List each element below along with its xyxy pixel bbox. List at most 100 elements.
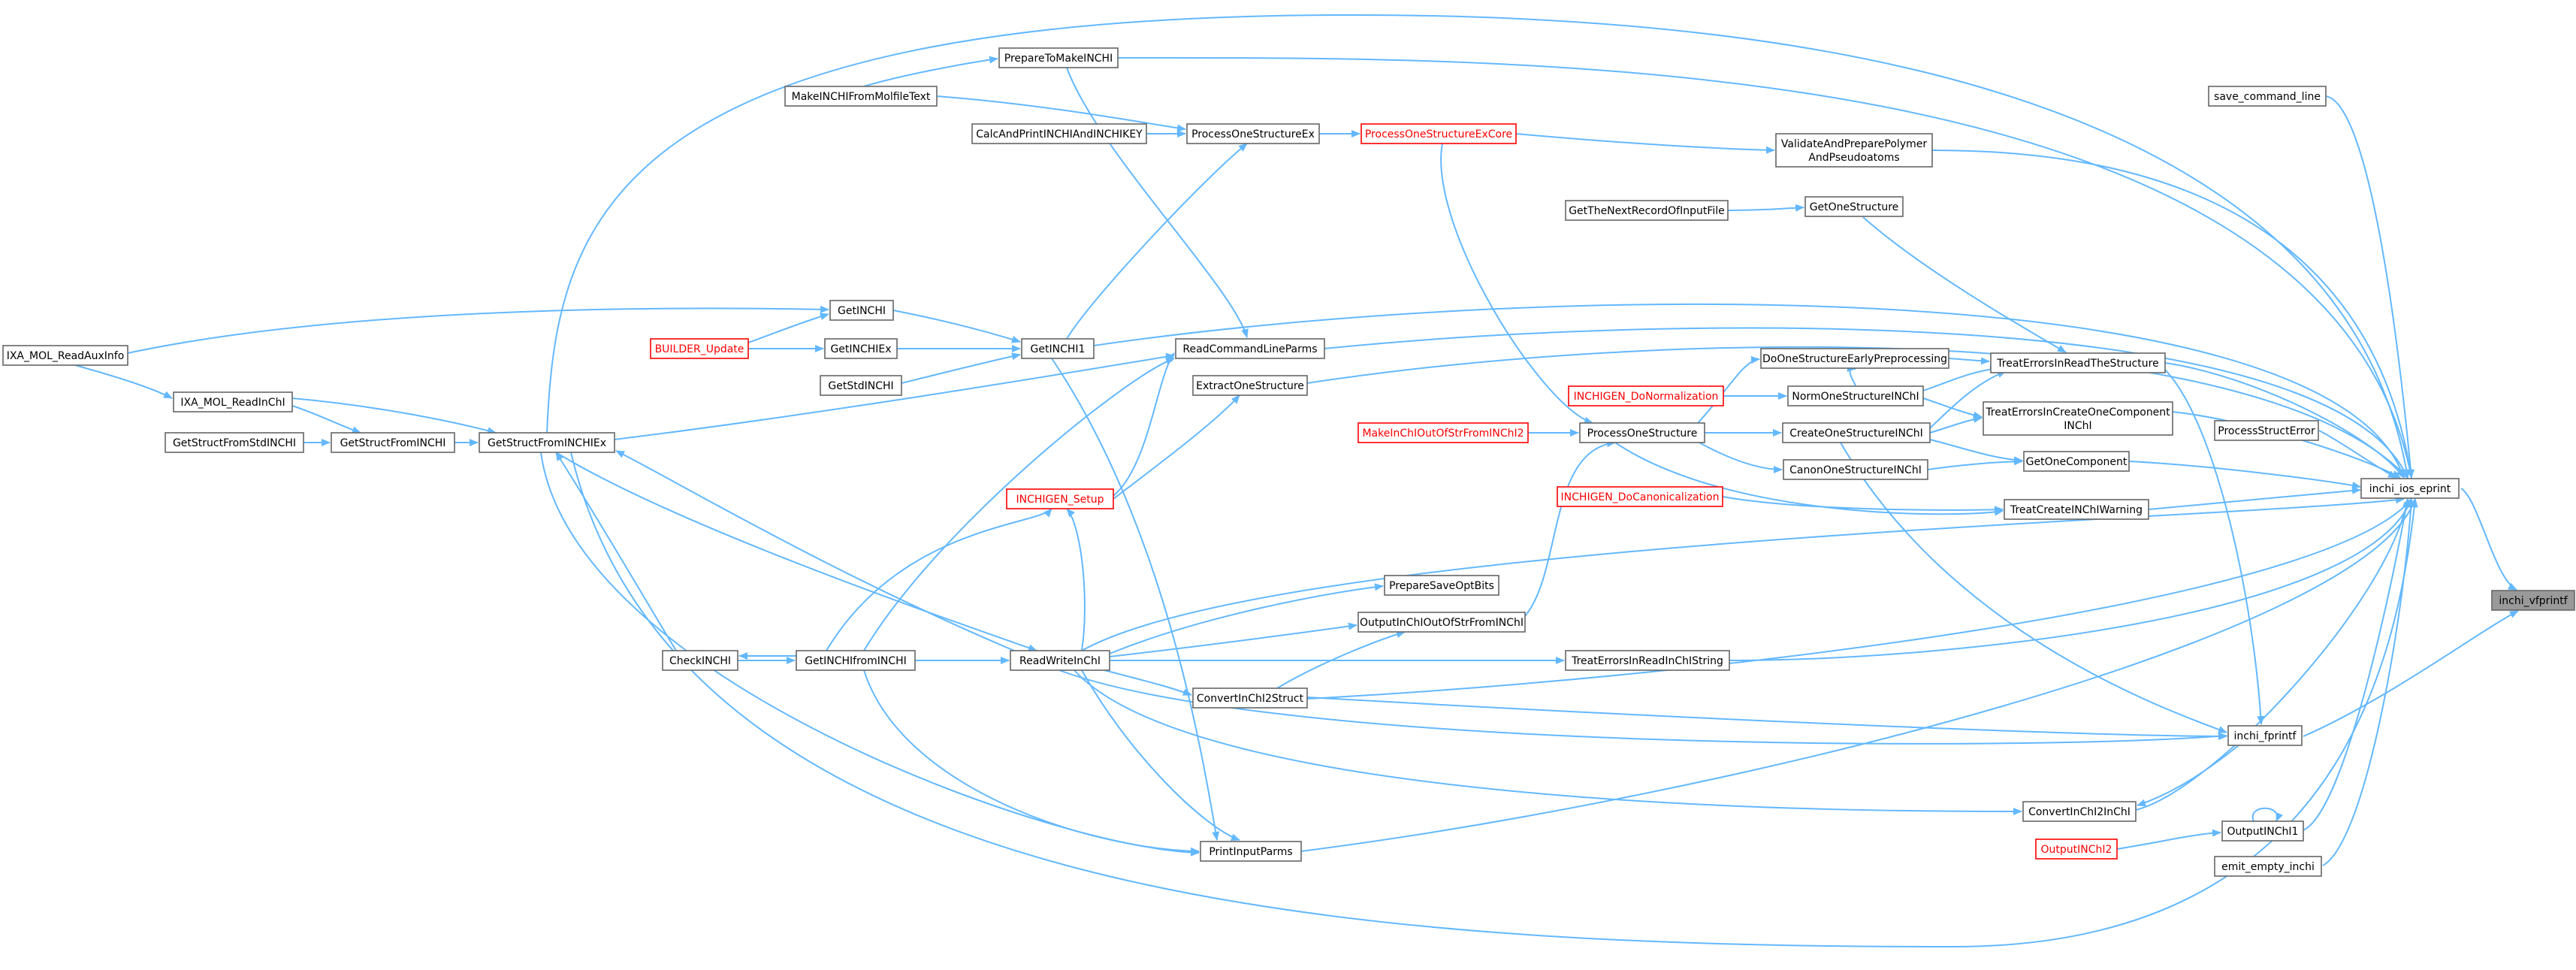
node-output-inchi-out-of-str-from-inchi[interactable]: OutputInChIOutOfStrFromINChI	[1357, 612, 1526, 633]
edge-check-to-struct-ex	[555, 452, 677, 651]
node-get-one-structure[interactable]: GetOneStructure	[1804, 196, 1904, 217]
edge-struct-ex-to-print-parms	[540, 452, 1200, 857]
node-get-inchi[interactable]: GetINCHI	[829, 300, 894, 321]
edge-output-out-of-str-to-process	[1524, 440, 1616, 617]
node-process-one-structure-ex-core[interactable]: ProcessOneStructureExCore	[1360, 123, 1517, 144]
svg-text:inchi_ios_eprint: inchi_ios_eprint	[2369, 483, 2451, 495]
svg-text:INCHIGEN_Setup: INCHIGEN_Setup	[1016, 494, 1104, 506]
node-make-inchi-out-of-str-from-inchi2[interactable]: MakeInChIOutOfStrFromINChI2	[1357, 422, 1529, 443]
node-get-std-inchi[interactable]: GetStdINCHI	[820, 375, 902, 396]
edge-struct-ex-to-eprint	[546, 14, 2411, 479]
node-process-struct-error[interactable]: ProcessStructError	[2214, 420, 2319, 441]
svg-text:ProcessOneStructureEx: ProcessOneStructureEx	[1191, 128, 1315, 141]
node-save-command-line[interactable]: save_command_line	[2208, 86, 2327, 107]
svg-text:GetINCHI1: GetINCHI1	[1031, 343, 1086, 355]
node-treat-errors-in-create-one-component-inchi[interactable]: TreatErrorsInCreateOneComponent INChI	[1983, 401, 2173, 436]
node-get-the-next-record-of-input-file[interactable]: GetTheNextRecordOfInputFile	[1565, 200, 1729, 221]
node-get-struct-from-std-inchi[interactable]: GetStructFromStdINCHI	[165, 432, 304, 453]
svg-text:CreateOneStructureINChI: CreateOneStructureINChI	[1789, 428, 1923, 440]
svg-text:GetTheNextRecordOfInputFile: GetTheNextRecordOfInputFile	[1569, 205, 1725, 217]
node-process-one-structure-ex[interactable]: ProcessOneStructureEx	[1186, 123, 1320, 144]
node-get-inchi-ex[interactable]: GetINCHIEx	[824, 338, 898, 359]
node-treat-create-inchi-warning[interactable]: TreatCreateINChIWarning	[2004, 499, 2149, 520]
svg-text:TreatErrorsInCreateOneComponen: TreatErrorsInCreateOneComponent	[1985, 406, 2170, 419]
edge-print-parms-to-eprint	[1300, 498, 2417, 852]
node-read-write-inchi[interactable]: ReadWriteInChI	[1010, 650, 1110, 671]
node-inchigen-do-normalization[interactable]: INCHIGEN_DoNormalization	[1568, 385, 1724, 406]
node-norm-one-structure-inchi[interactable]: NormOneStructureINChI	[1787, 385, 1924, 406]
node-do-one-structure-early-preprocessing[interactable]: DoOneStructureEarlyPreprocessing	[1760, 348, 1949, 369]
svg-text:inchi_fprintf: inchi_fprintf	[2234, 730, 2297, 742]
svg-text:ProcessOneStructure: ProcessOneStructure	[1587, 428, 1698, 440]
node-get-struct-from-inchi[interactable]: GetStructFromINCHI	[331, 432, 455, 453]
edge-output-inchi2-to-output-inchi1	[2116, 829, 2221, 850]
svg-text:GetINCHIEx: GetINCHIEx	[830, 343, 891, 355]
node-output-inchi1[interactable]: OutputINChI1	[2221, 820, 2304, 842]
node-get-inchi-from-inchi[interactable]: GetINCHIfromINCHI	[796, 650, 916, 671]
node-inchi-ios-eprint[interactable]: inchi_ios_eprint	[2360, 478, 2460, 499]
svg-text:ConvertInChI2Struct: ConvertInChI2Struct	[1197, 693, 1304, 705]
svg-text:IXA_MOL_ReadAuxInfo: IXA_MOL_ReadAuxInfo	[7, 350, 125, 362]
edge-output-inchi1	[2303, 498, 2410, 831]
node-treat-errors-in-read-inchi-string[interactable]: TreatErrorsInReadInChIString	[1565, 650, 1730, 671]
svg-text:GetStructFromINCHIEx: GetStructFromINCHIEx	[488, 437, 606, 449]
node-prepare-to-make-inchi[interactable]: PrepareToMakeINCHI	[998, 47, 1119, 68]
node-inchigen-do-canonicalization[interactable]: INCHIGEN_DoCanonicalization	[1557, 486, 1723, 507]
svg-text:GetINCHI: GetINCHI	[838, 305, 886, 317]
edge-canon-structure-to-component	[1927, 458, 2023, 470]
node-ixa-mol-readinchi[interactable]: IXA_MOL_ReadInChI	[173, 391, 293, 412]
node-ixa-mol-readauxinfo[interactable]: IXA_MOL_ReadAuxInfo	[2, 345, 128, 366]
node-inchigen-setup[interactable]: INCHIGEN_Setup	[1006, 488, 1114, 509]
edge-struct-ex-to-read-cmd	[614, 352, 1175, 440]
edge-norm-to-early	[1847, 364, 1856, 386]
svg-text:GetStdINCHI: GetStdINCHI	[828, 380, 893, 392]
node-process-one-structure[interactable]: ProcessOneStructure	[1579, 422, 1705, 443]
node-check-inchi[interactable]: CheckINCHI	[662, 650, 738, 671]
svg-text:PrintInputParms: PrintInputParms	[1209, 846, 1292, 858]
node-canon-one-structure-inchi[interactable]: CanonOneStructureINChI	[1783, 459, 1928, 480]
node-inchi-fprintf[interactable]: inchi_fprintf	[2227, 725, 2303, 746]
node-extract-one-structure[interactable]: ExtractOneStructure	[1192, 375, 1308, 396]
node-create-one-structure-inchi[interactable]: CreateOneStructureINChI	[1782, 422, 1931, 443]
node-emit-empty-inchi[interactable]: emit_empty_inchi	[2214, 856, 2322, 877]
node-convert-inchi2inchi[interactable]: ConvertInChI2InChI	[2022, 801, 2137, 822]
node-inchi-vfprintf[interactable]: inchi_vfprintf	[2491, 590, 2575, 611]
svg-text:GetStructFromStdINCHI: GetStructFromStdINCHI	[173, 437, 296, 449]
edge-ixa-auxinfo-to-get-inchi	[127, 305, 829, 354]
node-convert-inchi2struct[interactable]: ConvertInChI2Struct	[1192, 687, 1308, 709]
edges	[74, 14, 2519, 948]
edge-treat-errors-read-inchi-string	[1729, 498, 2412, 661]
node-get-inchi1[interactable]: GetINCHI1	[1021, 338, 1095, 359]
node-builder-update[interactable]: BUILDER_Update	[650, 338, 749, 359]
edge-ixa-auxinfo-to-readinchi	[74, 364, 173, 399]
edge-inchi1-to-read-write	[1051, 358, 1220, 841]
node-prepare-save-opt-bits[interactable]: PrepareSaveOptBits	[1384, 575, 1499, 596]
svg-text:TreatErrorsInReadInChIString: TreatErrorsInReadInChIString	[1571, 655, 1723, 667]
edge-read-write-to-output-out	[1109, 622, 1357, 657]
node-get-one-component[interactable]: GetOneComponent	[2023, 451, 2130, 472]
svg-text:PrepareSaveOptBits: PrepareSaveOptBits	[1389, 580, 1494, 592]
svg-text:ProcessOneStructureExCore: ProcessOneStructureExCore	[1365, 128, 1512, 141]
svg-text:CheckINCHI: CheckINCHI	[669, 655, 731, 667]
node-make-inchi-from-molfile-text[interactable]: MakeINCHIFromMolfileText	[784, 86, 938, 107]
svg-text:NormOneStructureINChI: NormOneStructureINChI	[1792, 391, 1919, 403]
edge-read-write-to-convert	[1104, 669, 1192, 696]
node-get-struct-from-inchi-ex[interactable]: GetStructFromINCHIEx	[479, 432, 615, 453]
node-validate-and-prepare-polymer-and-pseudoatoms[interactable]: ValidateAndPreparePolymer AndPseudoatoms	[1775, 133, 1933, 168]
edge-prepare-to-make-to-read-cmd	[1066, 67, 1249, 338]
edge-from-inchi-to-read-cmd	[863, 358, 1175, 651]
node-treat-errors-in-read-the-structure[interactable]: TreatErrorsInReadTheStructure	[1990, 352, 2166, 373]
node-calc-and-print-inchi-and-inchikey[interactable]: CalcAndPrintINCHIAndINCHIKEY	[971, 123, 1147, 144]
node-read-command-line-parms[interactable]: ReadCommandLineParms	[1175, 338, 1325, 359]
edge-ixa-readinchi-to-struct-ex	[291, 397, 497, 434]
edge-read-write-to-eprint	[1081, 496, 2405, 651]
edge-eprint-to-vfprintf	[2460, 488, 2517, 591]
node-print-input-parms[interactable]: PrintInputParms	[1200, 841, 1302, 862]
edge-builder-to-get-inchi	[747, 313, 829, 343]
edge-process-structure-to-treat-create	[1614, 442, 2004, 516]
edge-get-inchi1-to-ex	[1066, 143, 1248, 340]
edge-canonicalization-to-warning	[1722, 496, 2004, 514]
edge-emit-empty-inchi	[2322, 498, 2415, 866]
node-output-inchi2[interactable]: OutputINChI2	[2035, 839, 2118, 860]
